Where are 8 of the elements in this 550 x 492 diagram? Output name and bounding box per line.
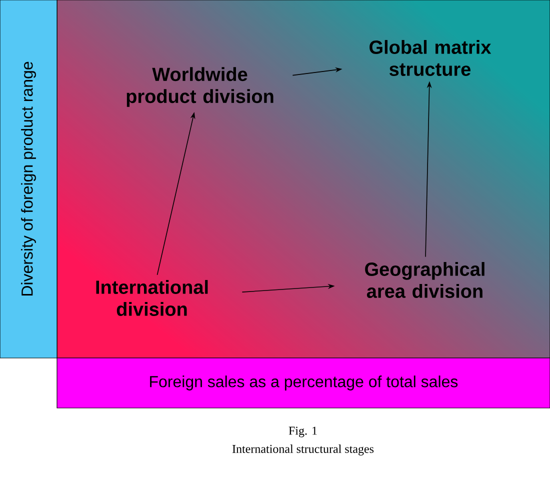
axis-band: Foreign sales as a percentage of total sales: [56, 358, 550, 408]
stage-label: International division: [96, 280, 208, 316]
caption: International structural stages: [232, 444, 374, 456]
stage-label: Geographical area division: [365, 262, 484, 298]
figure-number: Fig. 1: [288, 426, 317, 438]
stage-label: Global matrix structure: [370, 40, 492, 76]
stage-label: Worldwide product division: [126, 67, 274, 107]
axis-band: Diversity of foreign product range: [0, 0, 58, 358]
